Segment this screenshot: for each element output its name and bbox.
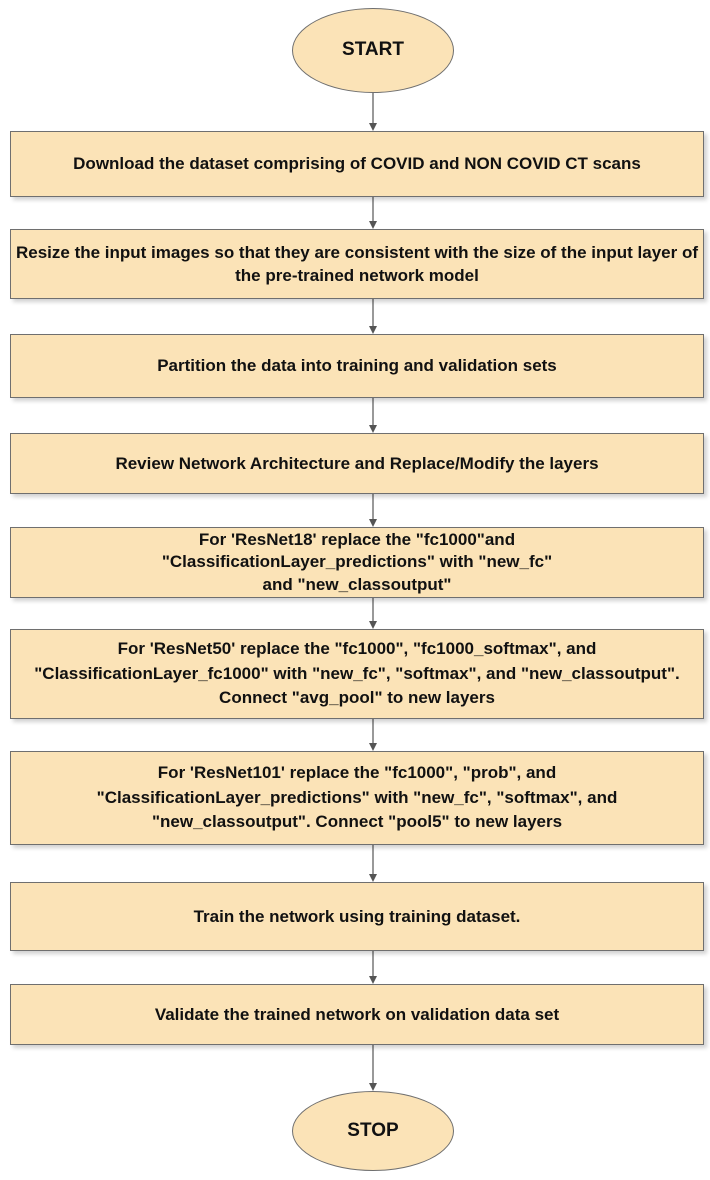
step-review-architecture-text: Review Network Architecture and Replace/… xyxy=(115,453,599,473)
arrow-step3-to-step4 xyxy=(369,398,377,433)
arrow-step4-to-step5 xyxy=(369,494,377,527)
arrow-step5-to-step6 xyxy=(369,598,377,629)
step-validate-network-text: Validate the trained network on validati… xyxy=(154,1004,560,1024)
arrow-step8-to-step9 xyxy=(369,951,377,984)
step-resnet50-text: For 'ResNet50' replace the "fc1000", "fc… xyxy=(34,639,680,708)
step-partition-data-text: Partition the data into training and val… xyxy=(157,356,557,376)
step-review-architecture: Review Network Architecture and Replace/… xyxy=(10,433,704,494)
start-label: START xyxy=(342,39,404,61)
step-resize-images: Resize the input images so that they are… xyxy=(10,229,704,299)
step-download-dataset-text: Download the dataset comprising of COVID… xyxy=(73,154,641,174)
step-download-dataset: Download the dataset comprising of COVID… xyxy=(10,131,704,197)
step-resnet50: For 'ResNet50' replace the "fc1000", "fc… xyxy=(10,629,704,719)
arrow-step9-to-stop xyxy=(369,1045,377,1091)
step-resnet101-text: For 'ResNet101' replace the "fc1000", "p… xyxy=(96,763,618,832)
arrow-step1-to-step2 xyxy=(369,197,377,229)
arrow-step2-to-step3 xyxy=(369,299,377,334)
step-resize-images-text: Resize the input images so that they are… xyxy=(15,242,698,285)
step-resnet18: For 'ResNet18' replace the "fc1000"and "… xyxy=(10,527,704,598)
step-train-network-text: Train the network using training dataset… xyxy=(193,906,521,926)
stop-label: STOP xyxy=(347,1119,399,1141)
stop-terminal: STOP xyxy=(292,1091,454,1171)
step-resnet101: For 'ResNet101' replace the "fc1000", "p… xyxy=(10,751,704,845)
step-partition-data: Partition the data into training and val… xyxy=(10,334,704,398)
arrow-start-to-step1 xyxy=(369,93,377,131)
arrow-step7-to-step8 xyxy=(369,845,377,882)
arrow-step6-to-step7 xyxy=(369,719,377,751)
step-resnet18-text: For 'ResNet18' replace the "fc1000"and "… xyxy=(161,529,553,594)
step-validate-network: Validate the trained network on validati… xyxy=(10,984,704,1045)
start-terminal: START xyxy=(292,8,454,93)
step-train-network: Train the network using training dataset… xyxy=(10,882,704,951)
